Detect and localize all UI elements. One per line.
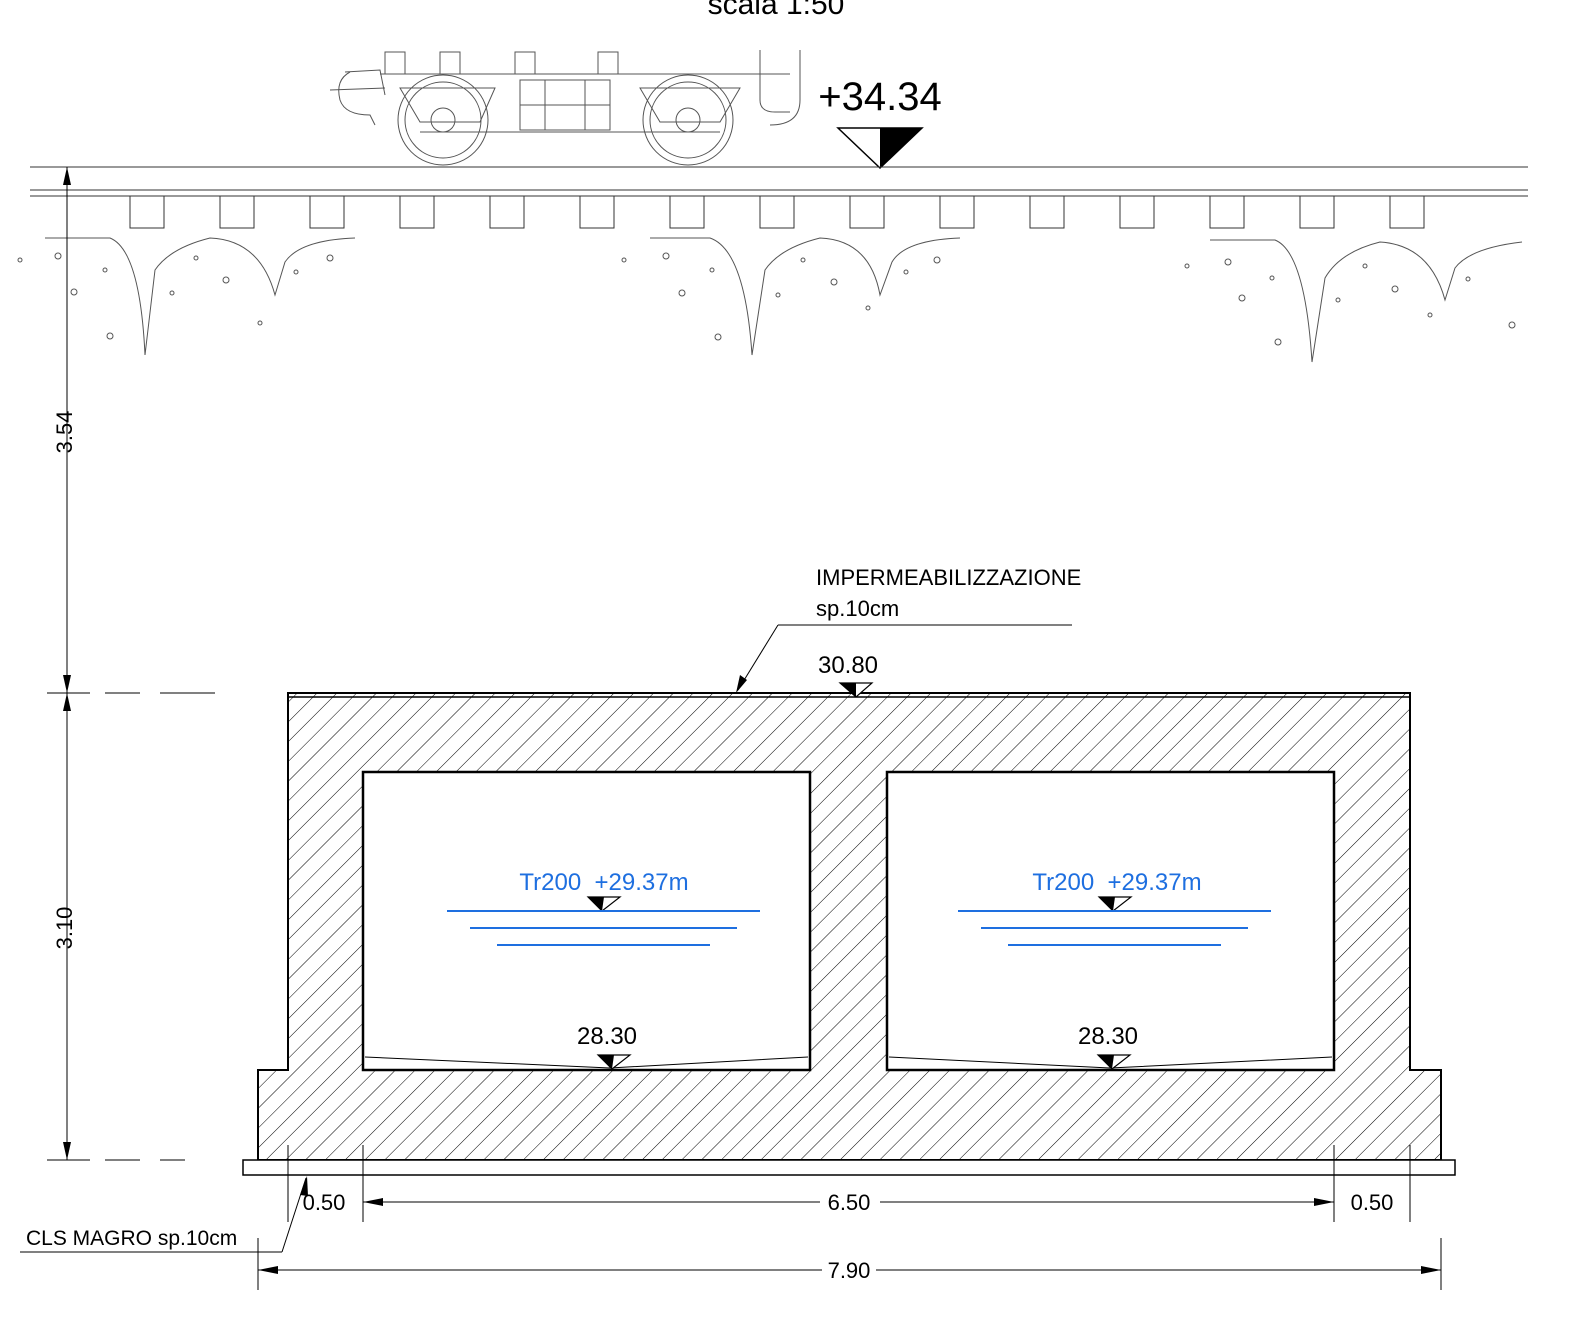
scale-title: scala 1:50 bbox=[708, 0, 845, 21]
cover-depth-label: 3.54 bbox=[52, 411, 77, 454]
railway-track bbox=[30, 166, 1528, 197]
rail-sleepers bbox=[129, 195, 1425, 229]
horizontal-dimension-lines bbox=[257, 1145, 1442, 1290]
lean-concrete-leader bbox=[20, 1176, 308, 1253]
waterproofing-label: IMPERMEABILIZZAZIONE bbox=[816, 565, 1081, 590]
waterproofing-thickness-label: sp.10cm bbox=[816, 596, 899, 621]
lean-concrete-base bbox=[242, 1159, 1456, 1176]
water-level-right-marker bbox=[958, 896, 1271, 946]
rail-level-triangle bbox=[836, 127, 924, 170]
top-slab-level-marker bbox=[838, 682, 874, 698]
water-level-left-label: Tr200 +29.37m bbox=[519, 869, 688, 896]
water-level-left-marker bbox=[447, 896, 760, 946]
waterproofing-leader bbox=[736, 624, 1072, 693]
left-cell bbox=[361, 770, 812, 1072]
soil-ballast-symbols bbox=[17, 237, 1523, 363]
floor-level-left-marker bbox=[596, 1054, 632, 1070]
rail-wagon-bogie bbox=[329, 50, 801, 166]
lean-concrete-label: CLS MAGRO sp.10cm bbox=[26, 1227, 237, 1250]
floor-level-right-marker bbox=[1096, 1054, 1132, 1070]
structure-height-label: 3.10 bbox=[52, 907, 77, 950]
total-width-label: 7.90 bbox=[828, 1258, 871, 1283]
clear-span-label: 6.50 bbox=[828, 1190, 871, 1215]
floor-level-left-label: 28.30 bbox=[577, 1023, 637, 1050]
vertical-dimension-lines bbox=[47, 167, 215, 1161]
right-offset-label: 0.50 bbox=[1351, 1190, 1394, 1215]
top-slab-level-label: 30.80 bbox=[818, 652, 878, 679]
floor-level-right-label: 28.30 bbox=[1078, 1023, 1138, 1050]
left-offset-label: 0.50 bbox=[303, 1190, 346, 1215]
right-cell bbox=[885, 770, 1336, 1072]
water-level-right-label: Tr200 +29.37m bbox=[1032, 869, 1201, 896]
rail-level-label: +34.34 bbox=[818, 75, 941, 119]
